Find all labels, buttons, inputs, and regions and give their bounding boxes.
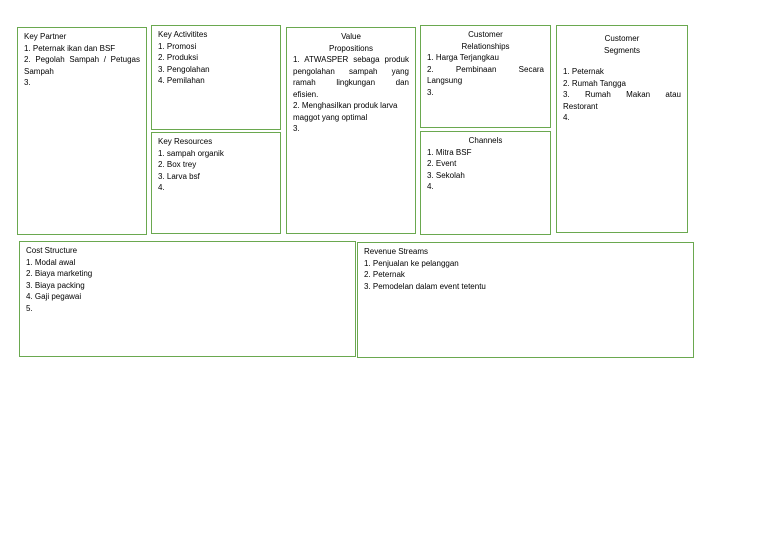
cost-structure-box: Cost Structure 1. Modal awal 2. Biaya ma… — [19, 241, 356, 357]
customer-relationships-line-4: 3. — [427, 87, 434, 97]
key-partner-box: Key Partner 1. Peternak ikan dan BSF 2. … — [17, 27, 147, 235]
cost-structure-item-1: 1. Modal awal — [26, 257, 76, 267]
key-partner-title: Key Partner — [24, 32, 67, 41]
key-partner-item-3: 3. — [24, 78, 31, 87]
revenue-streams-title: Revenue Streams — [364, 247, 429, 256]
value-propositions-title-2: Propositions — [328, 43, 374, 53]
customer-relationships-title: Customer — [468, 30, 503, 39]
key-activities-item-1: 1. Promosi — [158, 41, 197, 51]
value-propositions-line-5: 2. Menghasilkan produk larva — [293, 101, 398, 110]
channels-box: Channels 1. Mitra BSF 2. Event 3. Sekola… — [420, 131, 551, 235]
key-activities-item-3: 3. Pengolahan — [158, 64, 210, 74]
customer-segments-box: Customer Segments 1. Peternak 2. Rumah T… — [556, 25, 688, 233]
customer-segments-title: Customer — [604, 34, 640, 43]
revenue-streams-item-3: 3. Pemodelan dalam event tetentu — [364, 281, 486, 291]
value-propositions-line-6: maggot yang optimal — [293, 112, 368, 122]
key-resources-item-3: 3. Larva bsf — [158, 171, 200, 181]
channels-title: Channels — [468, 136, 503, 145]
value-propositions-line-7: 3. — [293, 124, 300, 133]
value-propositions-title: Value — [341, 32, 361, 41]
channels-item-3: 3. Sekolah — [427, 170, 465, 180]
customer-segments-line-4: Restorant — [563, 101, 598, 111]
customer-segments-line-3: 3. Rumah Makan atau — [563, 90, 681, 99]
channels-item-1: 1. Mitra BSF — [427, 147, 472, 157]
customer-relationships-title-2: Relationships — [461, 41, 510, 51]
customer-segments-line-1: 1. Peternak — [563, 67, 604, 76]
key-activities-title: Key Activitites — [158, 30, 208, 39]
value-propositions-line-2: pengolahan sampah yang — [293, 66, 409, 76]
cost-structure-item-2: 2. Biaya marketing — [26, 269, 93, 278]
customer-relationships-line-3: Langsung — [427, 76, 463, 85]
customer-segments-line-2: 2. Rumah Tangga — [563, 78, 627, 88]
key-activities-item-4: 4. Pemilahan — [158, 76, 205, 85]
value-propositions-line-3: ramah lingkungan dan — [293, 78, 409, 87]
key-resources-box: Key Resources 1. sampah organik 2. Box t… — [151, 132, 281, 234]
revenue-streams-item-2: 2. Peternak — [364, 270, 405, 279]
key-partner-item-2: 2. Pegolah Sampah / Petugas — [24, 55, 140, 64]
cost-structure-item-4: 4. Gaji pegawai — [26, 292, 82, 301]
customer-relationships-line-1: 1. Harga Terjangkau — [427, 53, 499, 62]
cost-structure-item-5: 5. — [26, 303, 33, 313]
channels-item-4: 4. — [427, 182, 434, 191]
cost-structure-title: Cost Structure — [26, 246, 78, 255]
revenue-streams-box: Revenue Streams 1. Penjualan ke pelangga… — [357, 242, 694, 358]
key-partner-item-2-cont: Sampah — [24, 66, 54, 76]
key-resources-item-4: 4. — [158, 183, 165, 192]
cost-structure-item-3: 3. Biaya packing — [26, 280, 85, 290]
customer-relationships-box: Customer Relationships 1. Harga Terjangk… — [420, 25, 551, 128]
customer-segments-title-2: Segments — [603, 45, 641, 55]
value-propositions-line-1: 1. ATWASPER sebaga produk — [293, 55, 409, 64]
value-propositions-box: Value Propositions 1. ATWASPER sebaga pr… — [286, 27, 416, 234]
value-propositions-line-4: efisien. — [293, 89, 319, 99]
revenue-streams-item-1: 1. Penjualan ke pelanggan — [364, 258, 459, 268]
key-partner-item-1: 1. Peternak ikan dan BSF — [24, 43, 116, 53]
key-resources-item-2: 2. Box trey — [158, 160, 197, 169]
customer-segments-line-5: 4. — [563, 113, 570, 122]
key-activities-box: Key Activitites 1. Promosi 2. Produksi 3… — [151, 25, 281, 130]
key-resources-item-1: 1. sampah organik — [158, 148, 224, 158]
customer-relationships-line-2: 2. Pembinaan Secara — [427, 64, 544, 74]
channels-item-2: 2. Event — [427, 159, 457, 168]
key-activities-item-2: 2. Produksi — [158, 53, 199, 62]
key-resources-title: Key Resources — [158, 137, 213, 146]
